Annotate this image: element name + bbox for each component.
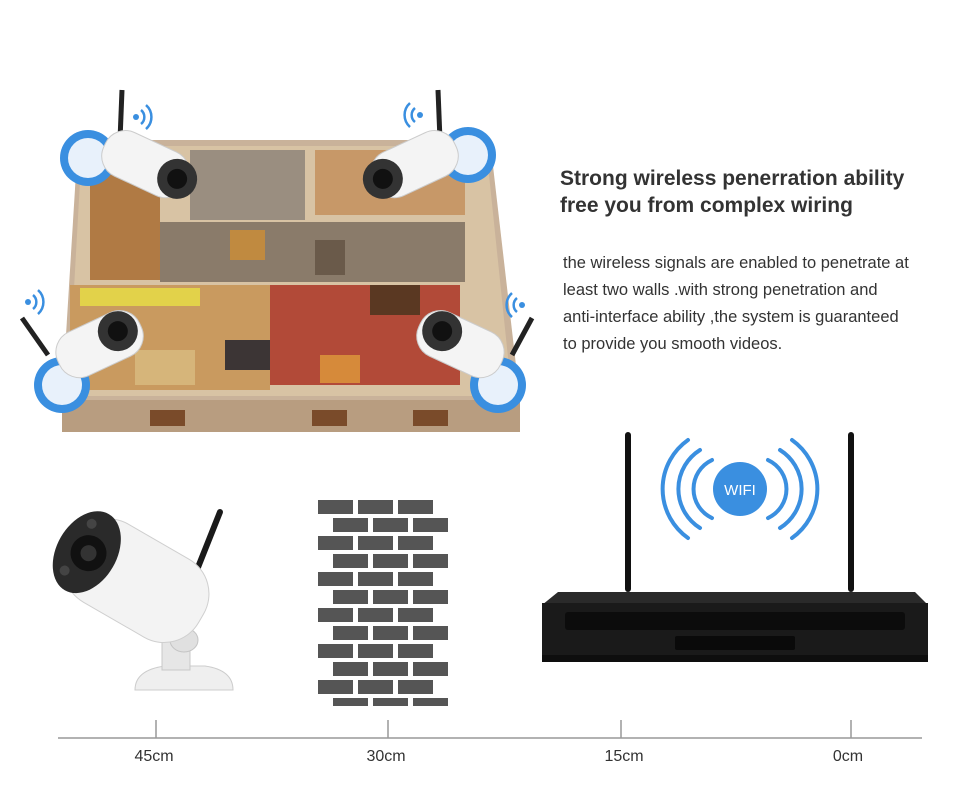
house-camera-bottom-right xyxy=(416,310,535,413)
house-cutaway-illustration xyxy=(62,140,520,432)
brick-wall-illustration xyxy=(318,500,448,706)
wifi-signal-icon xyxy=(660,438,820,540)
description-line-4: to provide you smooth videos. xyxy=(563,335,783,353)
distance-scale-axis xyxy=(58,720,922,739)
description-paragraph: the wireless signals are enabled to pene… xyxy=(563,250,948,358)
signal-icons xyxy=(25,102,525,318)
headline: Strong wireless penerration ability free… xyxy=(560,165,940,219)
house-camera-top-right xyxy=(362,89,496,199)
distance-label-45cm: 45cm xyxy=(134,748,174,765)
signal-icon-bottom-left xyxy=(25,289,45,315)
signal-icon-top-right xyxy=(403,102,423,128)
signal-icon-top-left xyxy=(133,104,153,130)
description-line-2: least two walls .with strong penetration… xyxy=(563,281,878,299)
distance-label-30cm: 30cm xyxy=(366,748,406,765)
signal-icon-bottom-right xyxy=(505,292,525,318)
headline-line-2: free you from complex wiring xyxy=(560,194,853,217)
wifi-badge-label: WIFI xyxy=(724,482,756,499)
description-line-1: the wireless signals are enabled to pene… xyxy=(563,254,909,272)
house-camera-bottom-left xyxy=(19,310,144,413)
distance-label-0cm: 0cm xyxy=(832,748,864,765)
wifi-badge-circle xyxy=(713,462,767,516)
description-line-3: anti-interface ability ,the system is gu… xyxy=(563,308,899,326)
nvr-recorder-illustration xyxy=(542,432,928,662)
headline-line-1: Strong wireless penerration ability xyxy=(560,167,905,190)
bullet-camera-illustration xyxy=(52,509,234,691)
house-camera-top-left xyxy=(60,89,198,199)
distance-label-15cm: 15cm xyxy=(604,748,644,765)
